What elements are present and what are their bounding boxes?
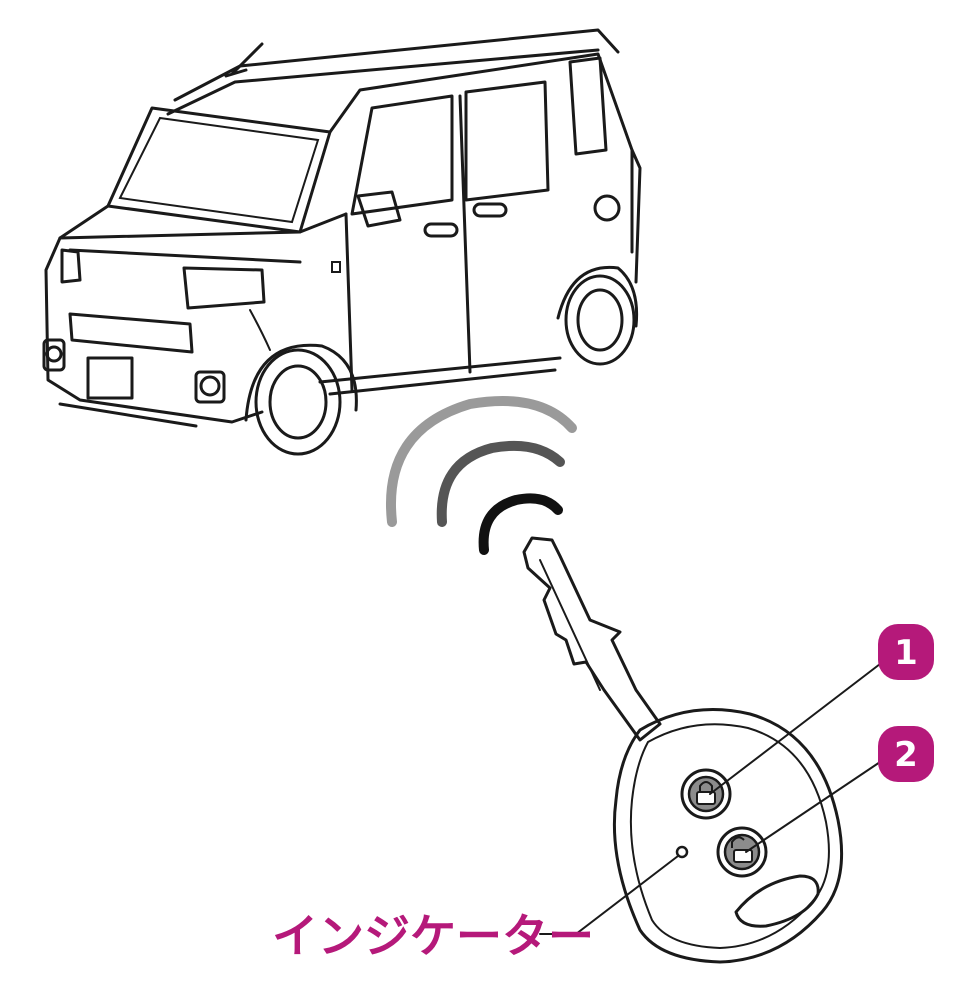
unlock-icon bbox=[731, 836, 753, 863]
indicator-led bbox=[675, 845, 689, 859]
unlock-button[interactable] bbox=[716, 826, 768, 878]
signal-waves-icon bbox=[386, 396, 577, 555]
indicator-label: インジケーター bbox=[272, 909, 594, 963]
callout-2: 2 bbox=[745, 726, 934, 853]
callout-1-badge bbox=[878, 624, 934, 680]
indicator-callout: インジケーター bbox=[272, 855, 679, 963]
remote-key bbox=[522, 536, 844, 964]
callout-1: 1 bbox=[709, 624, 934, 795]
lock-button[interactable] bbox=[680, 768, 732, 820]
car-illustration bbox=[42, 28, 642, 456]
callout-2-number: 2 bbox=[894, 735, 918, 775]
callout-2-badge bbox=[878, 726, 934, 782]
signal-wave-near bbox=[478, 493, 563, 555]
callout-1-number: 1 bbox=[894, 633, 918, 673]
lock-icon bbox=[696, 781, 716, 805]
signal-wave-far bbox=[386, 396, 577, 527]
signal-wave-mid bbox=[436, 440, 565, 527]
